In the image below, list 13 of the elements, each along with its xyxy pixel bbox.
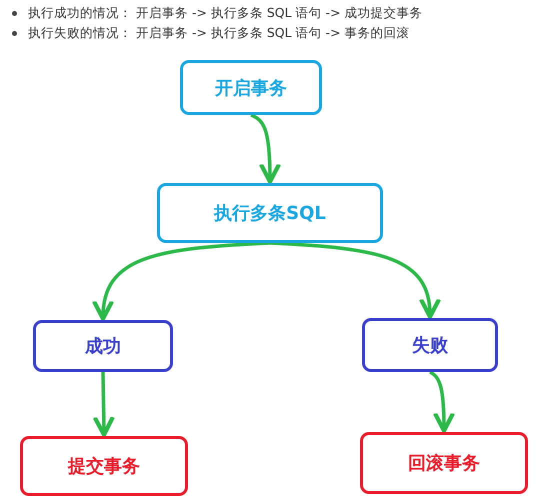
- process-box: 执行多条SQL: [157, 183, 383, 243]
- process-box: 开启事务: [180, 60, 322, 115]
- arrow: [92, 372, 115, 437]
- arrow: [93, 241, 270, 321]
- process-box: 成功: [33, 320, 173, 372]
- process-box: 提交事务: [20, 436, 188, 496]
- process-box: 失败: [362, 318, 498, 372]
- bullet-text: 执行成功的情况： 开启事务 -> 执行多条 SQL 语句 -> 成功提交事务: [28, 5, 423, 22]
- arrow: [270, 241, 440, 319]
- bullet-text: 执行失败的情况： 开启事务 -> 执行多条 SQL 语句 -> 事务的回滚: [28, 25, 410, 42]
- arrow: [429, 370, 456, 433]
- process-box: 回滚事务: [360, 432, 528, 494]
- arrow: [250, 113, 282, 184]
